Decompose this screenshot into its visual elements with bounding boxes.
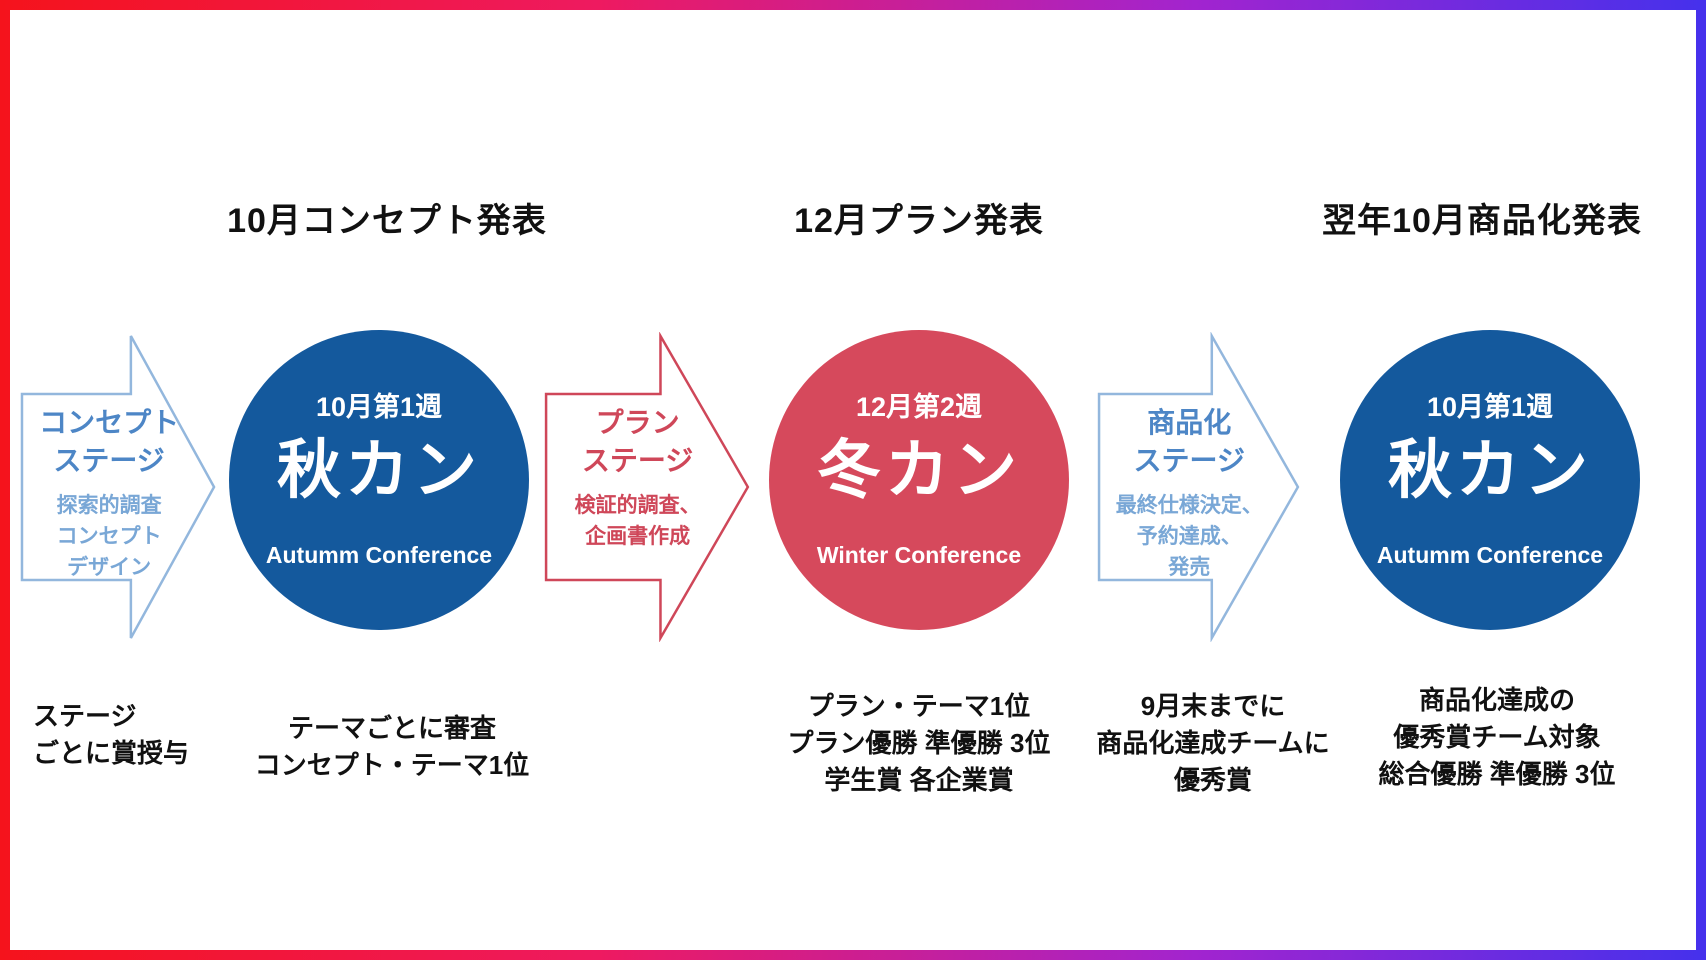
- footnote-line: 商品化達成チームに: [1096, 728, 1330, 758]
- circle-autumn-conference-1: 10月第1週 秋カン Autumm Conference: [229, 330, 529, 630]
- arrow-title-line: ステージ: [1133, 445, 1245, 476]
- arrow-shape: [544, 332, 752, 642]
- footnote-line: テーマごとに審査: [287, 713, 496, 743]
- footnote-plan-awards: プラン・テーマ1位 プラン優勝 準優勝 3位 学生賞 各企業賞: [788, 688, 1051, 799]
- footnote-line: ごとに賞授与: [33, 738, 190, 768]
- arrow-concept-stage: コンセプト ステージ 探索的調査 コンセプト デザイン: [20, 332, 218, 642]
- footnote-line: プラン優勝 準優勝 3位: [787, 728, 1051, 758]
- footnote-line: 優秀賞チーム対象: [1393, 722, 1601, 752]
- circle-subtitle-label: Winter Conference: [816, 542, 1022, 568]
- footnote-line: 優秀賞: [1173, 765, 1253, 795]
- arrow-detail-line: 探索的調査: [56, 494, 162, 517]
- circle-name-label: 冬カン: [817, 434, 1021, 506]
- arrow-title-line: コンセプト: [39, 407, 180, 438]
- arrow-title: プラン ステージ: [544, 404, 731, 480]
- arrow-plan-stage: プラン ステージ 検証的調査、 企画書作成: [544, 332, 752, 642]
- footnote-line: ステージ: [33, 701, 137, 731]
- header-october-concept: 10月コンセプト発表: [227, 202, 547, 240]
- arrow-title-line: ステージ: [581, 445, 694, 476]
- footnote-theme-review: テーマごとに審査 コンセプト・テーマ1位: [255, 710, 529, 784]
- arrow-outline-shape: [1099, 336, 1298, 638]
- footnote-stage-awards: ステージ ごとに賞授与: [33, 698, 189, 772]
- footnote-overall-awards: 商品化達成の 優秀賞チーム対象 総合優勝 準優勝 3位: [1379, 682, 1616, 793]
- arrow-shape: [20, 332, 218, 642]
- arrow-detail-line: 発売: [1168, 556, 1211, 579]
- arrow-title-line: プラン: [595, 407, 680, 438]
- arrow-detail-line: 最終仕様決定、: [1115, 494, 1263, 517]
- circle-week-label: 10月第1週: [1426, 392, 1554, 422]
- arrow-detail-line: 検証的調査、: [574, 494, 701, 517]
- circle-week-label: 10月第1週: [315, 392, 443, 422]
- arrow-outline-shape: [546, 336, 748, 638]
- header-december-plan: 12月プラン発表: [794, 202, 1044, 240]
- arrow-title-line: ステージ: [53, 445, 165, 476]
- arrow-detail-line: デザイン: [67, 556, 152, 579]
- footnote-line: コンセプト・テーマ1位: [254, 750, 530, 780]
- footnote-line: 商品化達成の: [1418, 685, 1576, 715]
- arrow-title-line: 商品化: [1147, 407, 1232, 438]
- circle-week-label: 12月第2週: [855, 392, 983, 422]
- footnote-line: プラン・テーマ1位: [807, 691, 1031, 721]
- arrow-detail: 検証的調査、 企画書作成: [544, 490, 731, 552]
- arrow-detail: 最終仕様決定、 予約達成、 発売: [1097, 490, 1282, 583]
- arrow-shape: [1097, 332, 1302, 642]
- footnote-line: 9月末までに: [1140, 691, 1286, 721]
- circle-subtitle-label: Autumm Conference: [1376, 542, 1604, 568]
- circle-autumn-conference-2: 10月第1週 秋カン Autumm Conference: [1340, 330, 1640, 630]
- circle-subtitle-label: Autumm Conference: [265, 542, 493, 568]
- footnote-productization-deadline: 9月末までに 商品化達成チームに 優秀賞: [1096, 688, 1329, 799]
- arrow-title: 商品化 ステージ: [1097, 404, 1282, 480]
- arrow-title: コンセプト ステージ: [20, 404, 198, 480]
- circle-name-label: 秋カン: [277, 434, 481, 506]
- arrow-detail-line: 企画書作成: [585, 525, 691, 548]
- arrow-detail-line: コンセプト: [56, 525, 162, 548]
- arrow-outline-shape: [22, 336, 214, 638]
- arrow-productization-stage: 商品化 ステージ 最終仕様決定、 予約達成、 発売: [1097, 332, 1302, 642]
- footnote-line: 学生賞 各企業賞: [824, 765, 1014, 795]
- arrow-detail-line: 予約達成、: [1136, 525, 1242, 548]
- circle-winter-conference: 12月第2週 冬カン Winter Conference: [769, 330, 1069, 630]
- footnote-line: 総合優勝 準優勝 3位: [1378, 759, 1616, 789]
- header-next-october-productization: 翌年10月商品化発表: [1322, 202, 1642, 240]
- arrow-detail: 探索的調査 コンセプト デザイン: [20, 490, 198, 583]
- circle-name-label: 秋カン: [1388, 434, 1592, 506]
